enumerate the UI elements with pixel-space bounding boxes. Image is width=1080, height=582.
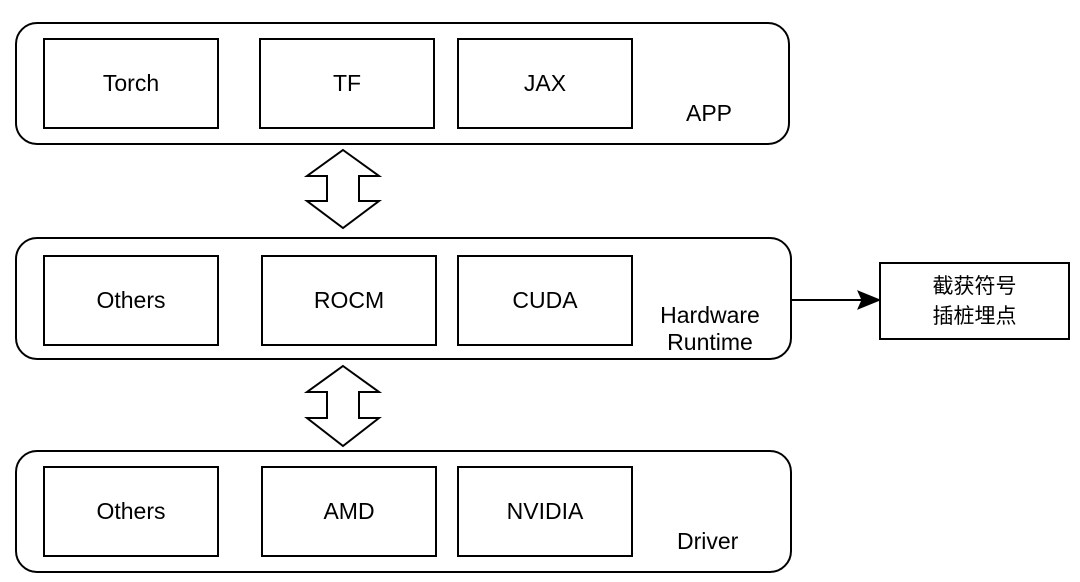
runtime-label-line2: Runtime	[667, 329, 753, 355]
amd-box: AMD	[261, 466, 437, 557]
tf-label: TF	[332, 70, 362, 96]
torch-label: Torch	[102, 70, 160, 96]
tf-box: TF	[259, 38, 435, 129]
cuda-label: CUDA	[512, 287, 578, 313]
rocm-label: ROCM	[313, 287, 385, 313]
symbol-hook-note-box: 截获符号 插桩埋点	[879, 262, 1070, 340]
others-runtime-box: Others	[43, 255, 219, 346]
amd-label: AMD	[323, 498, 375, 524]
runtime-layer-label: Hardware Runtime	[652, 302, 768, 356]
nvidia-label: NVIDIA	[506, 498, 584, 524]
runtime-label-line1: Hardware	[660, 302, 760, 328]
others-runtime-label: Others	[96, 287, 166, 313]
note-line2: 插桩埋点	[932, 304, 1017, 328]
bidirectional-arrow-runtime-driver	[303, 364, 383, 448]
cuda-to-note-arrowhead	[857, 290, 882, 310]
others-driver-box: Others	[43, 466, 219, 557]
rocm-box: ROCM	[261, 255, 437, 346]
others-driver-label: Others	[96, 498, 166, 524]
bidirectional-arrow-app-runtime	[303, 148, 383, 230]
nvidia-box: NVIDIA	[457, 466, 633, 557]
jax-label: JAX	[523, 70, 567, 96]
cuda-box: CUDA	[457, 255, 633, 346]
torch-box: Torch	[43, 38, 219, 129]
app-layer-label: APP	[686, 100, 733, 126]
driver-layer-label: Driver	[677, 528, 739, 554]
note-line1: 截获符号	[932, 274, 1017, 298]
jax-box: JAX	[457, 38, 633, 129]
